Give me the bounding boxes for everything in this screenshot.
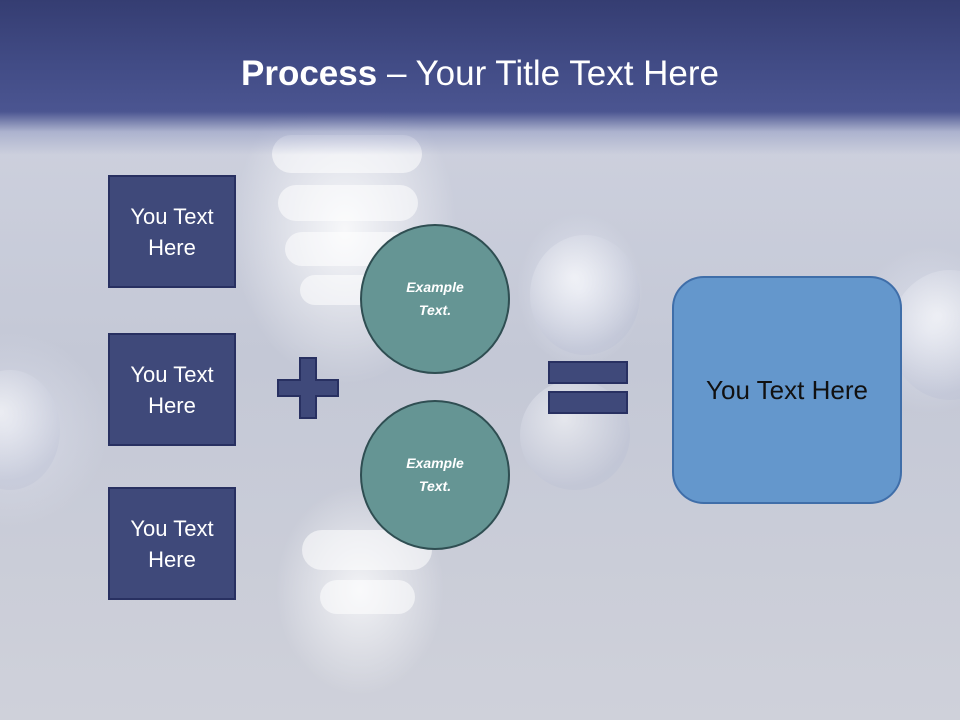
bulb-decoration [278, 185, 418, 221]
bulb-decoration [320, 580, 415, 614]
input-box-1[interactable]: You Text Here [108, 175, 236, 288]
result-box[interactable]: You Text Here [672, 276, 902, 504]
equals-icon [548, 361, 630, 415]
example-circle-2[interactable]: Example Text. [360, 400, 510, 550]
plus-icon [276, 356, 340, 420]
title-bar [0, 0, 960, 155]
title-rest: – Your Title Text Here [377, 54, 719, 93]
title-bold: Process [241, 54, 378, 93]
input-box-2[interactable]: You Text Here [108, 333, 236, 446]
slide-title: Process – Your Title Text Here [0, 52, 960, 96]
example-circle-1[interactable]: Example Text. [360, 224, 510, 374]
bulb-decoration [0, 370, 60, 490]
input-box-3[interactable]: You Text Here [108, 487, 236, 600]
bulb-decoration [530, 235, 640, 355]
